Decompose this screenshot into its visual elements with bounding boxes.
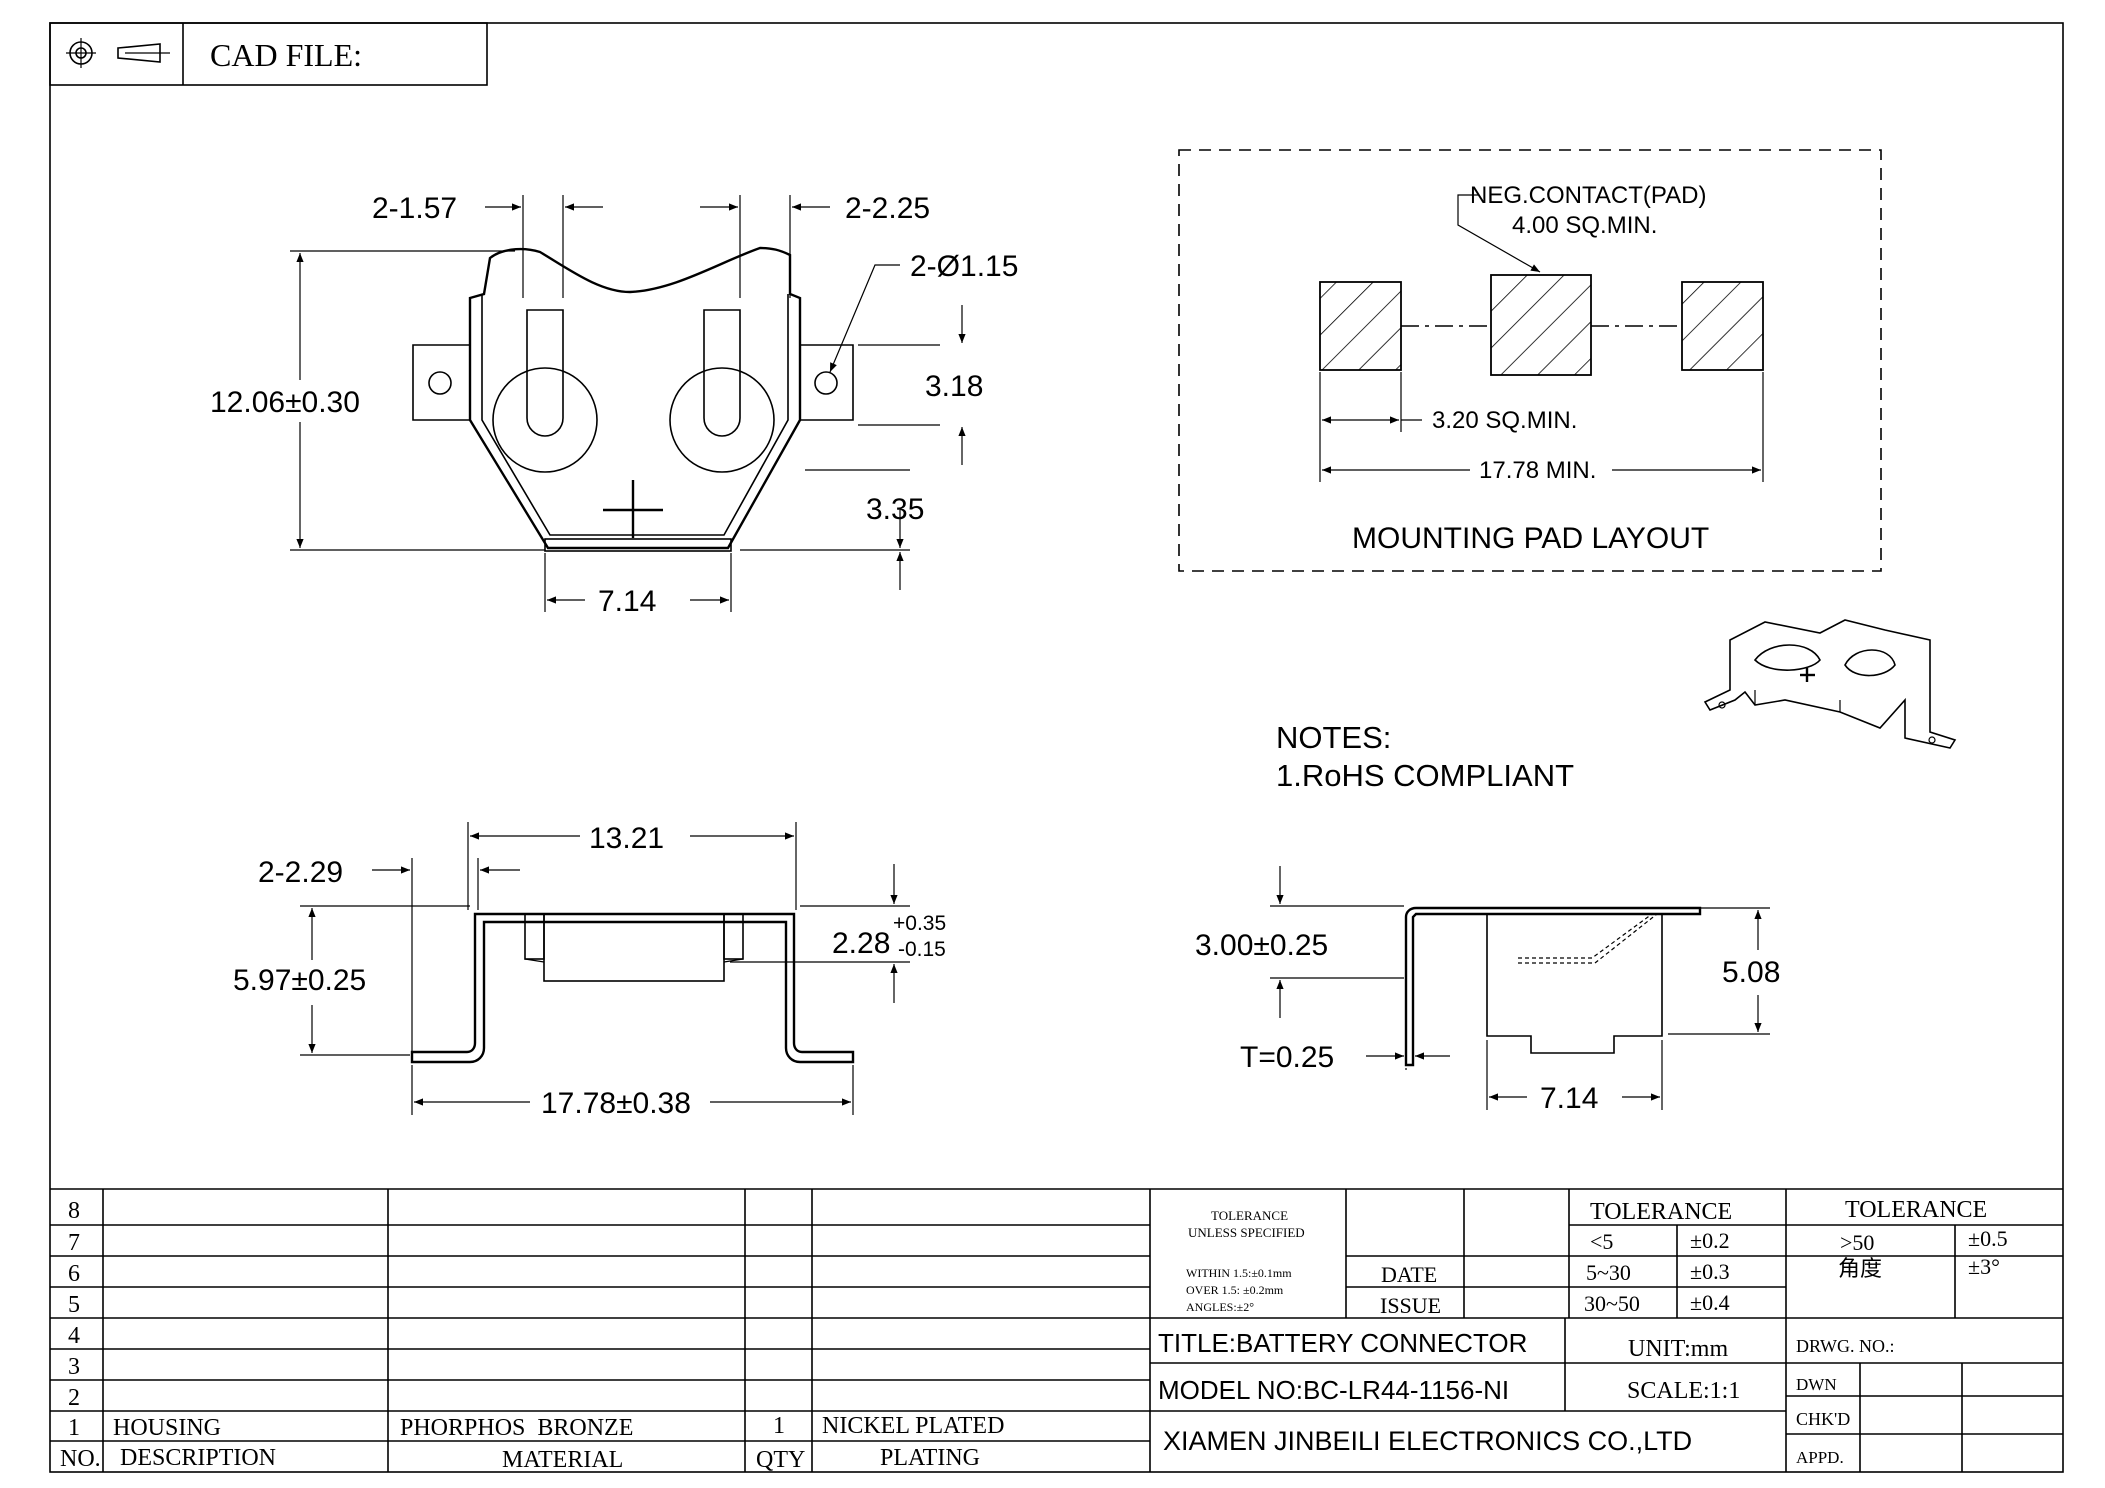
dim-tab-offset: 3.35 bbox=[866, 493, 924, 526]
dim-overall: 17.78±0.38 bbox=[541, 1087, 691, 1120]
front-view: 13.21 2-2.29 5.97±0.25 2.28 +0.35 -0.15 … bbox=[233, 822, 946, 1120]
side-pad-left bbox=[1319, 281, 1402, 371]
cad-file-label: CAD FILE: bbox=[210, 37, 362, 73]
header-block: CAD FILE: bbox=[49, 22, 488, 86]
row-number-4: 4 bbox=[68, 1323, 80, 1349]
drawing-no-label: DRWG. NO.: bbox=[1796, 1336, 1895, 1356]
dim-standoff-plus: +0.35 bbox=[893, 912, 946, 935]
general-tolerance-sub: UNLESS SPECIFIED bbox=[1188, 1225, 1305, 1240]
tol-range-3: 30~50 bbox=[1584, 1291, 1640, 1316]
unit: UNIT:mm bbox=[1628, 1336, 1728, 1362]
dim-thickness: T=0.25 bbox=[1240, 1041, 1334, 1074]
tol-range-1: <5 bbox=[1590, 1229, 1613, 1254]
dim-standoff-minus: -0.15 bbox=[898, 938, 946, 961]
pad-layout-title: MOUNTING PAD LAYOUT bbox=[1352, 522, 1709, 555]
drawing-title: TITLE:BATTERY CONNECTOR bbox=[1158, 1328, 1527, 1358]
dim-body-width: 13.21 bbox=[589, 822, 664, 855]
company-name: XIAMEN JINBEILI ELECTRONICS CO.,LTD bbox=[1163, 1426, 1692, 1456]
mounting-pad-layout: NEG.CONTACT(PAD) 4.00 SQ.MIN. 3.20 SQ.MI… bbox=[1178, 149, 1882, 572]
row-number-8: 8 bbox=[68, 1198, 80, 1224]
tolerance-line-1: WITHIN 1.5:±0.1mm bbox=[1186, 1266, 1292, 1280]
general-tolerance-heading: TOLERANCE bbox=[1211, 1208, 1288, 1223]
dim-tab-width-right: 2-2.25 bbox=[845, 192, 930, 225]
note-1: 1.RoHS COMPLIANT bbox=[1276, 758, 1574, 793]
bom-item-material: PHORPHOS BRONZE bbox=[400, 1415, 633, 1441]
dim-standoff: 2.28 bbox=[832, 927, 890, 960]
row-number-6: 6 bbox=[68, 1261, 80, 1287]
bom-item-no: 1 bbox=[68, 1415, 80, 1441]
bom-item-description: HOUSING bbox=[113, 1415, 221, 1441]
dim-side-height: 3.00±0.25 bbox=[1195, 929, 1328, 962]
pad-span: 17.78 MIN. bbox=[1479, 457, 1596, 484]
scale: SCALE:1:1 bbox=[1627, 1378, 1740, 1404]
bom-header-no: NO. bbox=[60, 1446, 101, 1472]
model-number: MODEL NO:BC-LR44-1156-NI bbox=[1158, 1375, 1509, 1405]
top-view: 2-1.57 2-2.25 2-Ø1.15 12.06±0.30 3.18 3.… bbox=[210, 192, 1018, 618]
date-label: DATE bbox=[1381, 1262, 1437, 1287]
issue-label: ISSUE bbox=[1380, 1293, 1441, 1318]
dim-tab-width-left: 2-1.57 bbox=[372, 192, 457, 225]
chkd-label: CHK'D bbox=[1796, 1409, 1850, 1429]
dim-bottom-width: 7.14 bbox=[598, 585, 656, 618]
tol-range-2: 5~30 bbox=[1586, 1260, 1631, 1285]
dim-lead-width: 2-2.29 bbox=[258, 856, 343, 889]
side-pad-size: 3.20 SQ.MIN. bbox=[1432, 407, 1577, 434]
dim-side-base: 7.14 bbox=[1540, 1082, 1598, 1115]
row-number-3: 3 bbox=[68, 1354, 80, 1380]
notes: NOTES: 1.RoHS COMPLIANT bbox=[1276, 720, 1574, 793]
neg-contact-size: 4.00 SQ.MIN. bbox=[1512, 212, 1657, 239]
bom-item-plating: NICKEL PLATED bbox=[822, 1413, 1004, 1439]
tol-value-2: ±0.3 bbox=[1690, 1259, 1730, 1284]
dim-tab-height: 3.18 bbox=[925, 370, 983, 403]
row-number-7: 7 bbox=[68, 1230, 80, 1256]
bom-item-qty: 1 bbox=[773, 1413, 785, 1439]
notes-heading: NOTES: bbox=[1276, 720, 1391, 755]
isometric-view bbox=[1703, 619, 1957, 749]
dim-front-height: 5.97±0.25 bbox=[233, 964, 366, 997]
tol-value-3: ±0.4 bbox=[1690, 1290, 1730, 1315]
side-view: 3.00±0.25 T=0.25 5.08 7.14 bbox=[1195, 866, 1780, 1115]
neg-contact-pad bbox=[1490, 274, 1592, 376]
tolerance-table-heading-left: TOLERANCE bbox=[1590, 1199, 1732, 1225]
tol-value2-2: ±3° bbox=[1968, 1254, 2000, 1279]
dim-depth: 5.08 bbox=[1722, 956, 1780, 989]
dwn-label: DWN bbox=[1796, 1375, 1837, 1394]
row-number-2: 2 bbox=[68, 1385, 80, 1411]
bom-header-plating: PLATING bbox=[880, 1445, 980, 1471]
title-block: TOLERANCE UNLESS SPECIFIED WITHIN 1.5:±0… bbox=[1150, 1189, 2063, 1472]
appd-label: APPD. bbox=[1796, 1448, 1844, 1467]
bom-header-material: MATERIAL bbox=[502, 1447, 623, 1473]
dim-height: 12.06±0.30 bbox=[210, 386, 360, 419]
tol-value2-1: ±0.5 bbox=[1968, 1226, 2008, 1251]
tolerance-line-2: OVER 1.5: ±0.2mm bbox=[1186, 1283, 1284, 1297]
projection-symbol-icon bbox=[66, 38, 170, 68]
tol-value-1: ±0.2 bbox=[1690, 1228, 1730, 1253]
tolerance-line-3: ANGLES:±2° bbox=[1186, 1300, 1254, 1314]
row-number-5: 5 bbox=[68, 1292, 80, 1318]
side-pad-right bbox=[1681, 281, 1764, 371]
bom-header-qty: QTY bbox=[756, 1447, 805, 1473]
bom-table: 8 7 6 5 4 3 2 1 HOUSING PHORPHOS BRONZE … bbox=[50, 1188, 2063, 1473]
tol-range2-2: 角度 bbox=[1838, 1256, 1882, 1281]
sheet-border bbox=[49, 22, 2064, 1473]
neg-contact-label: NEG.CONTACT(PAD) bbox=[1470, 182, 1706, 209]
bom-header-description: DESCRIPTION bbox=[120, 1445, 276, 1471]
tol-range2-1: >50 bbox=[1840, 1230, 1874, 1255]
dim-hole: 2-Ø1.15 bbox=[910, 250, 1018, 283]
tolerance-table-heading-right: TOLERANCE bbox=[1845, 1197, 1987, 1223]
